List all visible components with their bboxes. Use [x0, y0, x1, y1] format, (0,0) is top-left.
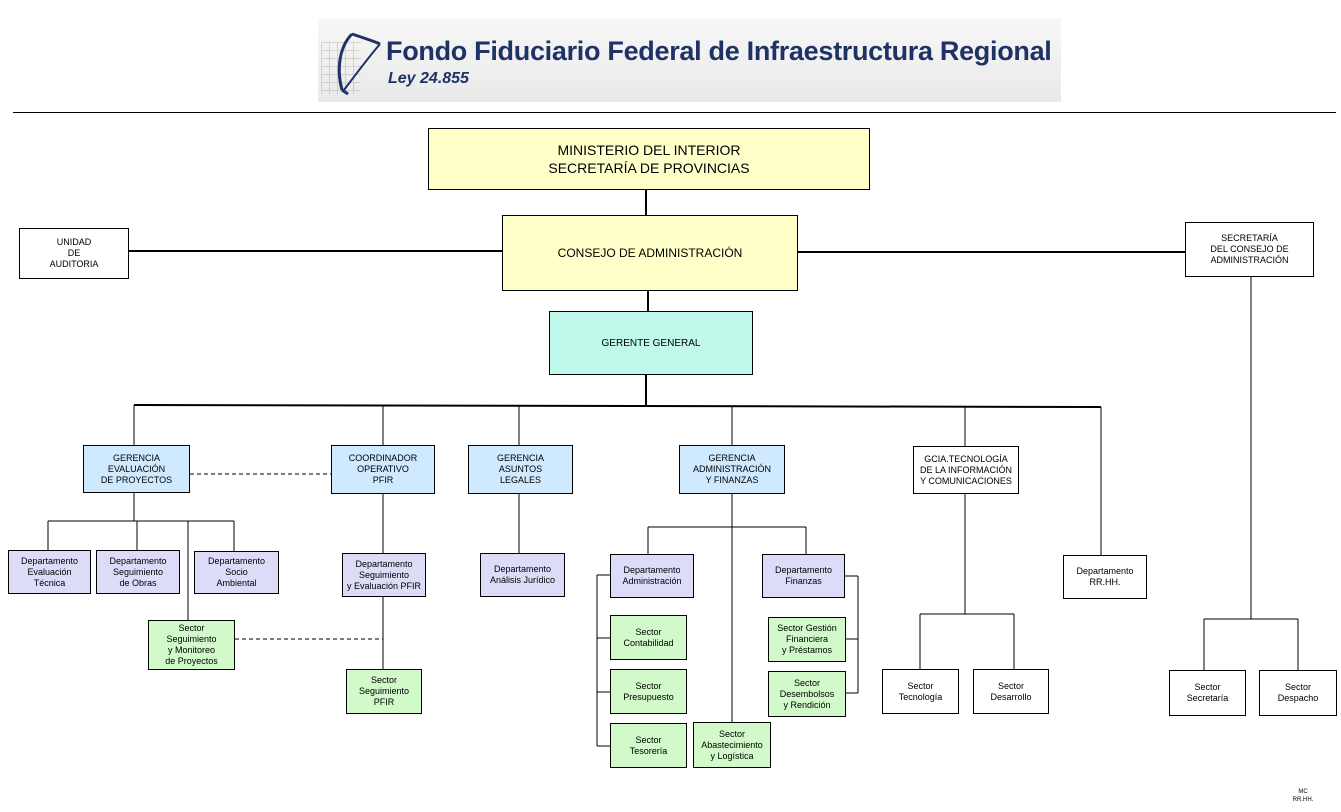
gerencia-administracion-box: GERENCIA ADMINISTRACIÓN Y FINANZAS — [679, 445, 785, 494]
fund-logo-icon — [337, 32, 381, 96]
footer-initials: MC RR.HH. — [1292, 789, 1314, 803]
coordinador-pfir-box: COORDINADOR OPERATIVO PFIR — [331, 445, 435, 494]
ministerio-box: MINISTERIO DEL INTERIOR SECRETARÍA DE PR… — [428, 128, 870, 190]
depto-administracion-box: Departamento Administración — [610, 554, 694, 598]
depto-evaluacion-tecnica-box: Departamento Evaluación Técnica — [8, 550, 91, 594]
sector-seguimiento-monitoreo-box: Sector Seguimiento y Monitoreo de Proyec… — [148, 620, 235, 670]
header-title: Fondo Fiduciario Federal de Infraestruct… — [386, 36, 1052, 66]
depto-rrhh-box: Departamento RR.HH. — [1063, 555, 1147, 599]
depto-seguimiento-evaluacion-pfir-box: Departamento Seguimiento y Evaluación PF… — [342, 553, 426, 597]
gcia-tecnologia-box: GCIA.TECNOLOGÍA DE LA INFORMACIÓN Y COMU… — [913, 446, 1019, 494]
sector-desembolsos-box: Sector Desembolsos y Rendición — [768, 671, 846, 717]
gerencia-evaluacion-box: GERENCIA EVALUACIÓN DE PROYECTOS — [83, 445, 190, 493]
sector-desarrollo-box: Sector Desarrollo — [973, 669, 1049, 714]
depto-finanzas-box: Departamento Finanzas — [762, 554, 845, 598]
depto-socio-ambiental-box: Departamento Socio Ambiental — [194, 551, 279, 594]
gerente-general-box: GERENTE GENERAL — [549, 311, 753, 375]
sector-despacho-box: Sector Despacho — [1259, 670, 1337, 716]
sector-seguimiento-pfir-box: Sector Seguimiento PFIR — [346, 669, 422, 714]
header-divider — [13, 112, 1336, 113]
sector-secretaria-box: Sector Secretaría — [1169, 670, 1246, 716]
header-banner: Fondo Fiduciario Federal de Infraestruct… — [318, 18, 1061, 102]
depto-analisis-juridico-box: Departamento Análisis Jurídico — [480, 553, 565, 597]
consejo-administracion-box: CONSEJO DE ADMINISTRACIÓN — [502, 215, 798, 291]
sector-gestion-financiera-box: Sector Gestión Financiera y Préstamos — [768, 617, 846, 662]
gerencia-legales-box: GERENCIA ASUNTOS LEGALES — [468, 445, 573, 494]
sector-abastecimiento-box: Sector Abastecimiento y Logística — [693, 722, 771, 768]
secretaria-consejo-box: SECRETARÍA DEL CONSEJO DE ADMINISTRACIÓN — [1185, 222, 1314, 277]
header-subtitle: Ley 24.855 — [388, 70, 469, 87]
auditoria-box: UNIDAD DE AUDITORIA — [19, 228, 129, 279]
sector-contabilidad-box: Sector Contabilidad — [610, 615, 687, 660]
depto-seguimiento-obras-box: Departamento Seguimiento de Obras — [96, 550, 180, 594]
sector-presupuesto-box: Sector Presupuesto — [610, 669, 687, 714]
sector-tecnologia-box: Sector Tecnología — [882, 669, 959, 714]
sector-tesoreria-box: Sector Tesorería — [610, 723, 687, 768]
